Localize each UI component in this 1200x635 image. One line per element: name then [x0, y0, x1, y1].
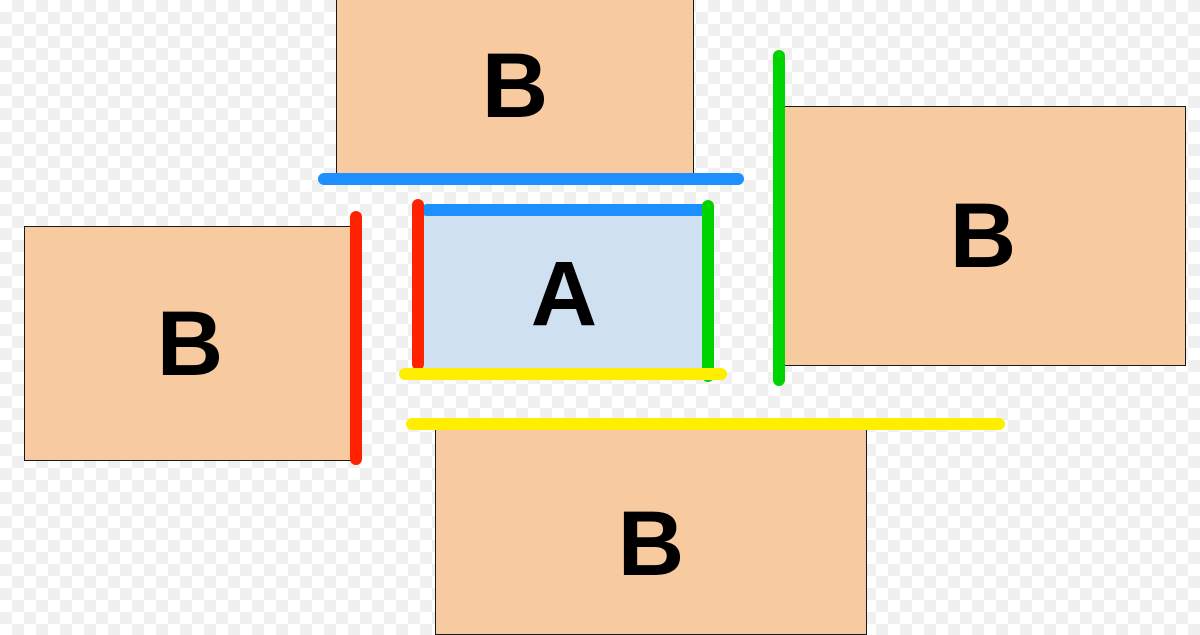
box-b-left-label: B [156, 292, 224, 395]
edge-line-blue-a [421, 204, 711, 216]
edge-line-blue-b [318, 173, 744, 185]
edge-line-green-a [702, 200, 714, 382]
box-b-right: B [780, 106, 1186, 366]
edge-line-red-a [412, 199, 424, 370]
edge-line-yellow-b [406, 418, 1005, 430]
edge-line-green-b [773, 50, 785, 386]
edge-line-red-b [350, 211, 362, 465]
box-a: A [418, 208, 710, 374]
box-b-right-label: B [949, 185, 1017, 287]
box-b-bottom-label: B [617, 493, 685, 595]
box-b-left: B [24, 226, 356, 461]
box-b-top-label: B [481, 35, 549, 137]
edge-line-yellow-a [399, 368, 727, 380]
box-b-bottom: B [435, 423, 867, 635]
box-b-top: B [336, 0, 694, 174]
box-a-label: A [530, 243, 598, 345]
